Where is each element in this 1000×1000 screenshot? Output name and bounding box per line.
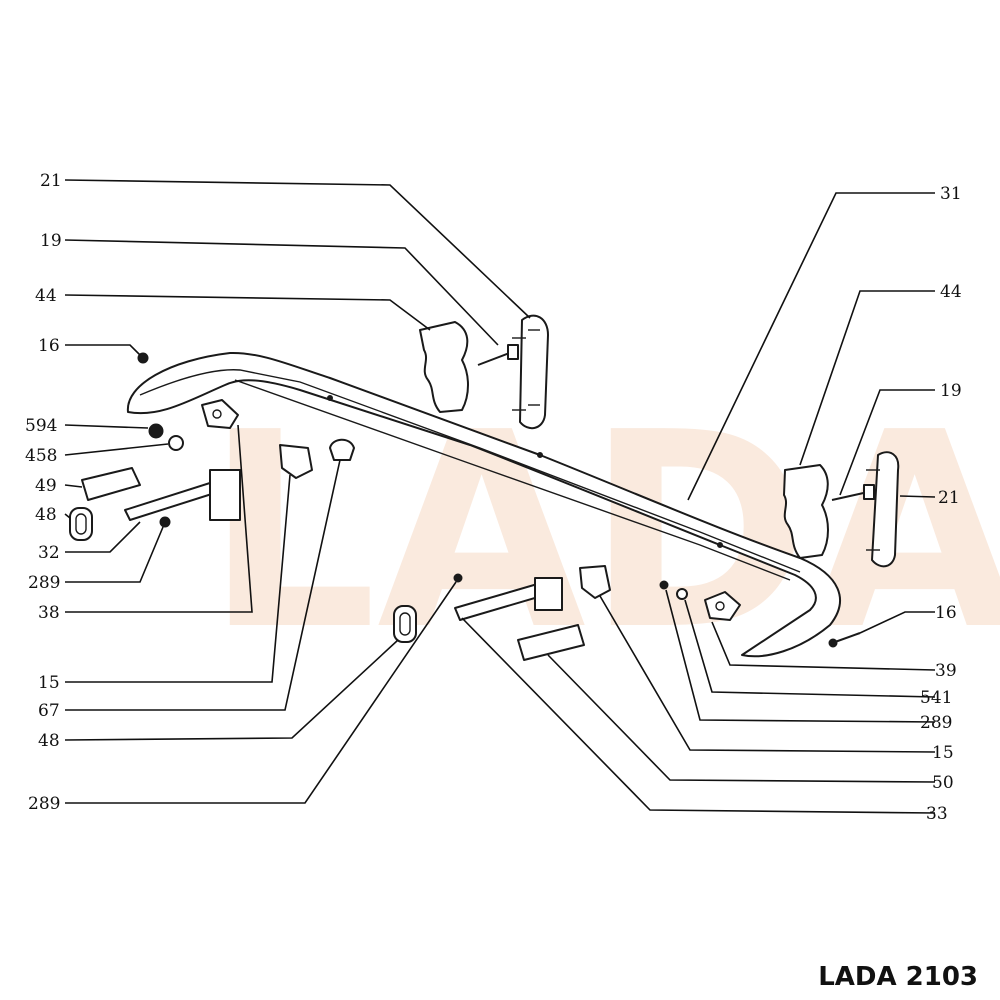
bolt-19-right xyxy=(831,484,875,501)
bolt-16-left xyxy=(137,352,149,364)
callout-289-center: 289 xyxy=(28,794,60,814)
callout-15-right: 15 xyxy=(932,743,954,763)
callout-32: 32 xyxy=(38,543,60,563)
callouts-right: 31 44 19 21 16 39 541 289 15 50 33 xyxy=(920,184,962,824)
rubber-strip-right xyxy=(866,451,900,568)
callout-289-left: 289 xyxy=(28,573,60,593)
bracket-39-right xyxy=(704,591,741,621)
callout-541: 541 xyxy=(920,688,952,708)
callout-594: 594 xyxy=(25,416,57,436)
leader-lines xyxy=(64,179,936,814)
bumper-bar xyxy=(126,351,841,658)
clip-15-left xyxy=(279,444,313,479)
grommet-48-center xyxy=(393,605,417,643)
bolt-16-right xyxy=(828,632,861,648)
plate-49 xyxy=(81,467,141,501)
callout-19-left: 19 xyxy=(40,231,62,251)
callout-44-left: 44 xyxy=(35,286,57,306)
washer-594 xyxy=(148,423,164,439)
callouts-left: 21 19 44 16 594 458 49 48 32 289 38 15 6… xyxy=(25,171,62,814)
bumper-stop-67 xyxy=(329,438,355,461)
callout-44-right: 44 xyxy=(940,282,962,302)
callout-289-right: 289 xyxy=(920,713,952,733)
washer-541 xyxy=(676,588,688,600)
callout-19-right: 19 xyxy=(940,381,962,401)
callout-21-right: 21 xyxy=(938,488,960,508)
overrider-left xyxy=(419,321,469,413)
model-label: LADA 2103 xyxy=(818,962,978,992)
callout-458: 458 xyxy=(25,446,57,466)
nut-458 xyxy=(168,435,184,451)
callout-50: 50 xyxy=(932,773,954,793)
grommet-48-left xyxy=(69,507,93,541)
callout-31: 31 xyxy=(940,184,962,204)
overrider-right xyxy=(783,464,829,559)
support-33-right xyxy=(454,577,563,621)
callout-49: 49 xyxy=(35,476,57,496)
rubber-strip-left xyxy=(512,314,549,430)
callout-16-right: 16 xyxy=(935,603,957,623)
bolt-289-center xyxy=(453,573,463,583)
watermark: LADA xyxy=(205,374,1000,689)
callout-48-center: 48 xyxy=(38,731,60,751)
callout-39: 39 xyxy=(935,661,957,681)
support-32-left xyxy=(124,469,241,521)
callout-48-left: 48 xyxy=(35,505,57,525)
clip-15-right xyxy=(579,565,611,599)
callout-38: 38 xyxy=(38,603,60,623)
callout-21-left: 21 xyxy=(40,171,62,191)
callout-33: 33 xyxy=(926,804,948,824)
callout-67: 67 xyxy=(38,701,60,721)
plate-50 xyxy=(517,624,585,661)
bolt-289-left xyxy=(159,516,171,528)
bolt-19-left xyxy=(477,344,519,366)
bracket-38-left xyxy=(201,399,239,429)
callout-16-left: 16 xyxy=(38,336,60,356)
bolt-289-right xyxy=(659,580,669,590)
callout-15-left: 15 xyxy=(38,673,60,693)
